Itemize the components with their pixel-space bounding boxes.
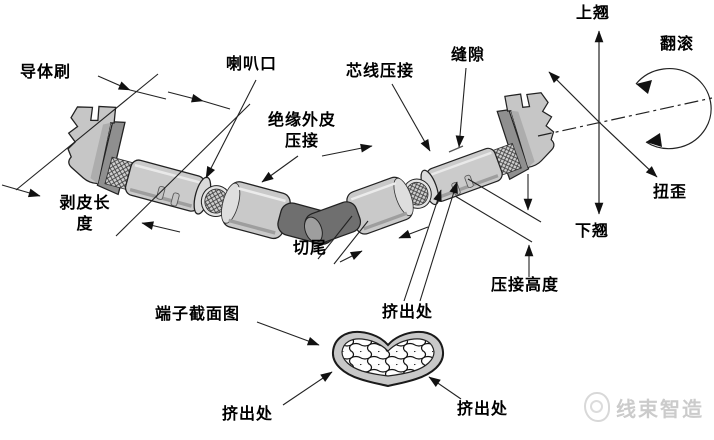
label-gap: 缝隙 [451, 47, 486, 64]
insulation-crimp-leader-left [261, 155, 299, 183]
cross-section-leader [256, 321, 320, 346]
extrusion-br-leader [428, 376, 462, 400]
twist-arrow-downright [598, 121, 658, 178]
insulation-crimp-leader-right [321, 143, 373, 157]
label-cross-section: 端子截面图 [155, 306, 241, 323]
terminal-cross-section-drawing [331, 330, 445, 388]
seam-gap-line [448, 145, 464, 153]
gap-leader [455, 67, 467, 148]
conductor-brush-leader [97, 75, 131, 91]
label-extrusion-bottom-left: 挤出处 [222, 406, 274, 423]
wire-strands-pattern [341, 338, 435, 377]
label-bell-mouth: 喇叭口 [226, 56, 278, 73]
label-strip-length: 剥皮长 度 [59, 195, 111, 233]
watermark-text: 线束智造 [616, 398, 704, 421]
extrusion-bl-leader [282, 371, 333, 406]
defect-axis [537, 30, 713, 215]
bell-mouth-leader [205, 79, 257, 179]
watermark-logo-icon [584, 392, 610, 422]
label-crimp-height: 压接高度 [491, 277, 560, 294]
label-cut-tail: 切尾 [293, 240, 328, 257]
core-crimp-leader [391, 83, 431, 152]
strip-length-ext-line-b [115, 103, 251, 237]
twist-arrow-upleft [548, 71, 600, 123]
watermark: 线束智造 [584, 392, 704, 422]
label-insulation-crimp: 绝缘外皮 压接 [267, 112, 336, 150]
label-tilt-up: 上翘 [576, 5, 611, 22]
extrusion-top-leader [403, 189, 442, 302]
label-roll: 翻滚 [660, 36, 695, 53]
dimension-lines [1, 67, 542, 406]
label-twist: 扭歪 [653, 184, 688, 201]
label-extrusion-bottom-right: 挤出处 [457, 401, 509, 418]
strip-length-ext-line-a [15, 73, 159, 191]
cut-tail-ext-line [317, 215, 353, 260]
crimp-height-ref-line [467, 178, 542, 223]
roll-arc-arrow [635, 68, 712, 150]
roll-axis-centerline [537, 97, 713, 137]
label-tilt-down: 下翘 [575, 223, 610, 240]
label-extrusion-top: 挤出处 [382, 304, 434, 321]
label-conductor-brush: 导体刷 [20, 64, 72, 81]
label-core-wire-crimp: 芯线压接 [346, 63, 415, 80]
